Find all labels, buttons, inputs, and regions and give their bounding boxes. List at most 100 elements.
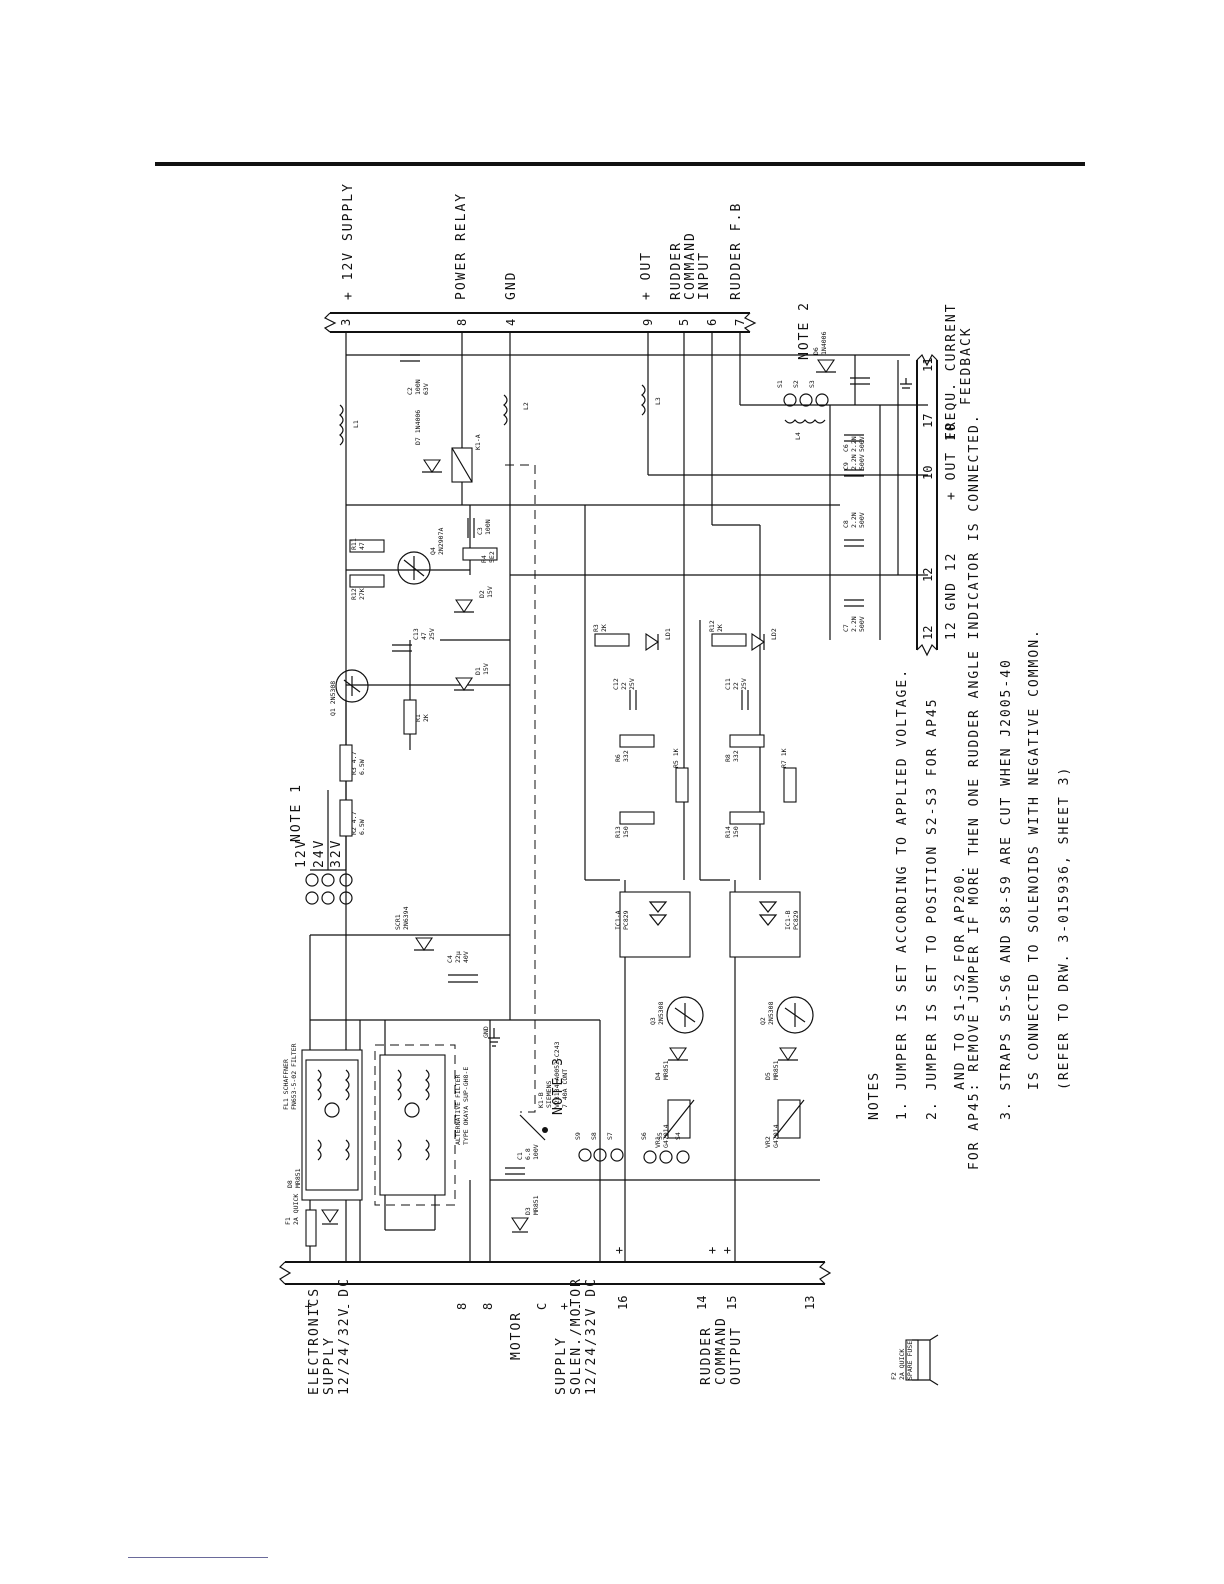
scr-scr1 [414, 937, 434, 951]
left-pin-sign-1: + [705, 1247, 719, 1254]
left-pin-2: 8 [455, 1303, 469, 1310]
component-r5: R5 1K [672, 748, 680, 768]
transistor-q3 [666, 996, 704, 1034]
component-r2-line-1: 6.5W [358, 819, 366, 835]
capacitor-c8 [844, 539, 864, 547]
left-pin-10: 13 [803, 1296, 817, 1310]
inductor-l4 [784, 419, 826, 424]
right-label-rci: COMMAND [683, 231, 698, 300]
right-label-out: + OUT [639, 251, 654, 300]
pad-s2: S2 [792, 380, 800, 388]
fuse-f1 [305, 1209, 317, 1247]
left-label-elec: SUPPLY [322, 1336, 337, 1395]
right-terminal-strip [323, 312, 757, 333]
pad-s3: S3 [808, 380, 816, 388]
component-r8-line-1: 332 [732, 750, 740, 762]
component-k1a: K1-A [474, 434, 482, 450]
bottom-pin-4: 11 [921, 358, 935, 372]
component-gnd: GND [482, 1026, 490, 1038]
zener-d2 [454, 599, 474, 613]
header-rule [155, 162, 1085, 166]
note-tag-3: NOTE 3 [551, 1056, 566, 1115]
component-l4: L4 [794, 432, 802, 440]
component-r3-line-0: R3 4.7 [350, 751, 358, 775]
component-d2-line-1: 15V [486, 586, 494, 598]
component-r3b-line-1: 2K [600, 624, 608, 632]
bottom-label-gnd: 12 GND 12 [944, 552, 959, 640]
capacitor-c12 [629, 690, 637, 710]
component-r7: R7 1K [780, 748, 788, 768]
component-c2-line-1: 100N [414, 379, 422, 395]
component-l1: L1 [352, 420, 360, 428]
left-pin-3: 8 [481, 1303, 495, 1310]
left-label-elec: ELECTRONICS [307, 1287, 322, 1395]
component-q2-line-0: Q2 [759, 1017, 767, 1025]
filter-alternative [374, 1044, 456, 1206]
component-r12b-line-0: R12 [708, 620, 716, 632]
component-r2-line-0: R2 4.7 [350, 811, 358, 835]
resistor-r5 [675, 767, 689, 803]
component-c11-line-0: C11 [724, 678, 732, 690]
component-r13-line-0: R13 [614, 826, 622, 838]
component-fl1-line-0: FL1 SCHAFFNER [282, 1059, 290, 1110]
component-k1b-line-2: V23134-A0052-C243 [553, 1041, 561, 1108]
right-pin-3: 9 [641, 319, 655, 326]
component-r6-line-0: R6 [614, 754, 622, 762]
left-label-supply: SUPPLY [554, 1336, 569, 1395]
component-ld1: LD1 [664, 628, 672, 640]
varistor-vr1 [663, 1099, 695, 1139]
left-pin-8: 14 [695, 1296, 709, 1310]
diode-d4 [668, 1047, 688, 1061]
component-r12-line-0: R12 [350, 588, 358, 600]
diode-d5 [778, 1047, 798, 1061]
led-ld1 [645, 632, 659, 652]
component-r4-line-0: R4 [480, 555, 488, 563]
resistor-r12-2k [711, 633, 747, 647]
component-r1-line-1: 2K [422, 714, 430, 722]
jumper-12v: 12V [294, 839, 309, 868]
pad-s4: S4 [674, 1132, 682, 1140]
component-fl1-line-1: FN653-5-02 FILTER [290, 1043, 298, 1110]
component-ic1a-line-0: IC1-A [614, 910, 622, 930]
component-ic1b-line-1: PC829 [792, 910, 800, 930]
component-d3-line-0: D3 [524, 1207, 532, 1215]
solder-pads-left [578, 1148, 690, 1164]
transistor-q1 [335, 669, 369, 703]
component-c4-line-2: 40V [462, 951, 470, 963]
capacitor-c4 [448, 974, 478, 983]
pad-s1: S1 [776, 380, 784, 388]
varistor-vr2 [773, 1099, 805, 1139]
component-c2-line-0: C2 [406, 387, 414, 395]
note-item-3: FOR AP45: REMOVE JUMPER IF MORE THEN ONE… [967, 413, 982, 1170]
component-c1-line-0: C1 [516, 1152, 524, 1160]
capacitor-c13 [392, 644, 412, 652]
note-tag-2: NOTE 2 [797, 301, 812, 360]
component-r13-line-1: 150 [622, 826, 630, 838]
component-r14-line-0: R14 [724, 826, 732, 838]
left-pin-0: + [301, 1303, 315, 1310]
right-pin-0: 3 [339, 319, 353, 326]
bottom-label-feedback: FEEDBACK [959, 326, 974, 405]
resistor-r7 [783, 767, 797, 803]
component-l2: L2 [522, 402, 530, 410]
component-c3-line-0: C3 [476, 527, 484, 535]
resistor-r6 [619, 734, 655, 748]
relay-coil-k1a [451, 447, 473, 483]
component-c7-line-2: 500V [858, 616, 866, 632]
capacitor-c1 [505, 1167, 525, 1175]
transistor-q2 [776, 996, 814, 1034]
note-item-1: 2. JUMPER IS SET TO POSITION S2-S3 FOR A… [925, 697, 940, 1120]
component-f2-line-1: 2A QUICK [898, 1349, 906, 1380]
component-c11-line-2: 25V [740, 678, 748, 690]
component-f1-line-1: 2A QUICK [292, 1194, 300, 1225]
left-label-elec: 12/24/32V DC [337, 1277, 352, 1395]
component-d7: D7 1N4006 [414, 410, 422, 445]
component-c12-line-1: 22 [620, 682, 628, 690]
component-r4-line-1: 5E2 [488, 551, 496, 563]
component-c2-line-2: 63V [422, 383, 430, 395]
resistor-r1 [403, 699, 417, 735]
component-c13-line-2: 25V [428, 628, 436, 640]
capacitor-c11 [741, 690, 749, 710]
